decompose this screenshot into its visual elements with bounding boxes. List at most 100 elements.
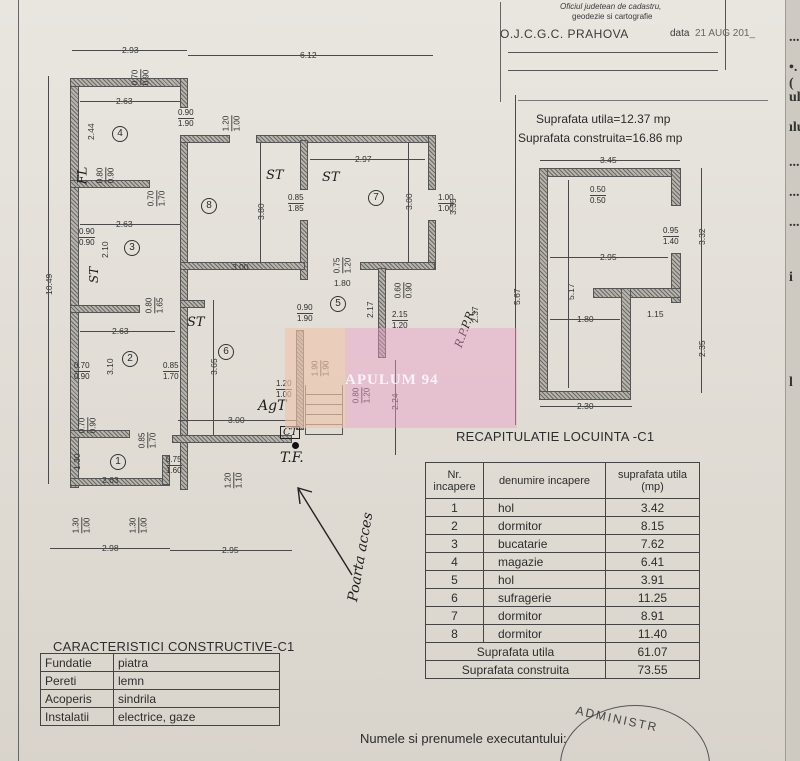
cell-area: 8.91: [605, 606, 700, 625]
arrow-icon: [297, 487, 353, 576]
cell-name: sufragerie: [483, 588, 606, 607]
adjacent-page-edge: ... •.( ul ılu ... ... ... i l: [785, 0, 800, 761]
handwritten-ct: CT: [280, 426, 301, 439]
annex-area-construita: Suprafata construita=16.86 mp: [518, 131, 683, 145]
cell-name: dormitor: [483, 516, 606, 535]
room-7-marker: 7: [368, 190, 384, 206]
total-utila-label: Suprafata utila: [425, 642, 606, 661]
room-1-marker: 1: [110, 454, 126, 470]
annex-area-utila: Suprafata utila=12.37 mp: [536, 112, 671, 126]
watermark-text: APULUM 94: [345, 372, 439, 388]
cell-area: 3.42: [605, 498, 700, 517]
dim: 2.63: [102, 475, 119, 485]
handwritten-agt: AgT: [258, 398, 287, 414]
cell-name: dormitor: [483, 606, 606, 625]
cell-nr: 1: [425, 498, 484, 517]
cell-value: electrice, gaze: [113, 707, 280, 726]
cell-name: hol: [483, 570, 606, 589]
cell-name: bucatarie: [483, 534, 606, 553]
room-3-marker: 3: [124, 240, 140, 256]
stamp-date: 21 AUG 201_: [695, 28, 756, 39]
dim: 2.10: [100, 241, 110, 258]
side-text: ul: [789, 90, 800, 105]
handwritten-st: ST: [187, 315, 205, 330]
room-6-marker: 6: [218, 344, 234, 360]
handwritten-tf: T.F.: [280, 450, 304, 466]
handwritten-st: ST: [87, 266, 102, 284]
side-text: ...: [789, 155, 800, 170]
cell-key: Instalatii: [40, 707, 114, 726]
dim: 3.10: [105, 358, 115, 375]
header-name: denumire incapere: [483, 462, 606, 499]
dim: 10.49: [44, 273, 54, 295]
cell-nr: 3: [425, 534, 484, 553]
dim: 3.80: [256, 203, 266, 220]
cell-nr: 2: [425, 516, 484, 535]
cell-nr: 5: [425, 570, 484, 589]
dim: 3.00: [404, 193, 414, 210]
caracteristici-title: CARACTERISTICI CONSTRUCTIVE-C1: [53, 639, 295, 654]
dim: 3.00: [232, 262, 249, 272]
dim: 5.67: [512, 288, 522, 305]
side-text: i: [789, 270, 793, 285]
side-text: •.(: [789, 60, 798, 91]
cell-key: Fundatie: [40, 653, 114, 672]
total-constr-label: Suprafata construita: [425, 660, 606, 679]
room-4-marker: 4: [112, 126, 128, 142]
handwritten-fl: FL: [75, 166, 91, 185]
dim: 2.44: [86, 123, 96, 140]
cell-area: 3.91: [605, 570, 700, 589]
header-nr: Nr. incapere: [425, 462, 484, 499]
side-text: l: [789, 375, 793, 390]
watermark-yellow: [285, 328, 345, 428]
gas-meter-dot: [292, 442, 299, 449]
stamp-line2: geodezie si cartografie: [572, 12, 653, 21]
cell-value: lemn: [113, 671, 280, 690]
room-2-marker: 2: [122, 351, 138, 367]
recap-table: Nr. incapere denumire incapere suprafata…: [425, 462, 700, 679]
cell-name: magazie: [483, 552, 606, 571]
side-text: ılu: [789, 120, 800, 135]
dim: 2.35: [697, 340, 707, 357]
cadastre-stamp: Oficiul judetean de cadastru, geodezie s…: [500, 0, 768, 102]
dim: 1.80: [334, 278, 351, 288]
watermark-pink: [285, 328, 517, 428]
cell-key: Pereti: [40, 671, 114, 690]
stamp-line1: Oficiul judetean de cadastru,: [560, 2, 662, 11]
cell-area: 11.25: [605, 588, 700, 607]
cell-nr: 6: [425, 588, 484, 607]
stamp-office: O.J.C.G.C. PRAHOVA: [500, 27, 629, 41]
stairs: [305, 385, 343, 435]
stamp-date-label: data: [670, 28, 690, 39]
dim: 2.17: [365, 301, 375, 318]
side-text: ...: [789, 215, 800, 230]
